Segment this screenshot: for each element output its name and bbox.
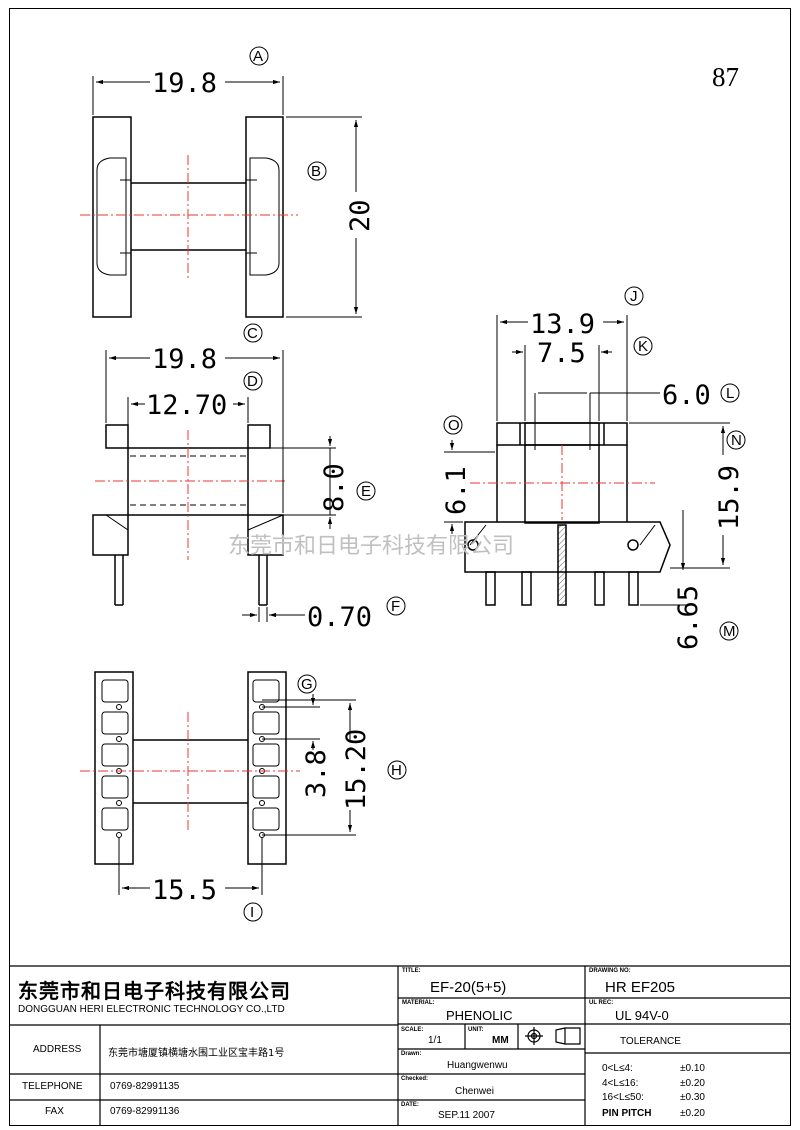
company-name-cn: 东莞市和日电子科技有限公司 (18, 979, 291, 1003)
address-label: ADDRESS (33, 1044, 82, 1055)
scale-label: SCALE: (401, 1027, 424, 1033)
ul-label: UL REC: (589, 1000, 614, 1006)
tolerance-title: TOLERANCE (620, 1036, 681, 1047)
drawing-no-value: HR EF205 (605, 979, 676, 996)
dim-b-text: 20 (345, 199, 376, 232)
dim-f-text: 0.70 (307, 602, 372, 633)
address-value: 东莞市塘厦镇横塘水围工业区宝丰路1号 (108, 1048, 285, 1059)
ref-m: M (723, 623, 736, 640)
material-label: MATERIAL: (402, 1000, 435, 1006)
dim-k (512, 345, 612, 421)
tolerance-range-2: 4<L≤16: (602, 1078, 639, 1089)
unit-label: UNIT: (468, 1027, 484, 1033)
ref-l: L (726, 385, 734, 402)
checked-value: Chenwei (455, 1086, 494, 1097)
dim-g-text: 3.8 (301, 749, 332, 798)
dim-d (127, 397, 249, 446)
company-name-en: DONGGUAN HERI ELECTRONIC TECHNOLOGY CO.,… (18, 1004, 285, 1015)
dim-b (286, 116, 362, 318)
ul-value: UL 94V-0 (615, 1008, 669, 1023)
dim-m-text: 6.65 (673, 585, 704, 650)
dim-c (105, 350, 284, 513)
ref-a: A (253, 48, 263, 65)
fax-label: FAX (45, 1106, 64, 1117)
tolerance-value-2: ±0.20 (680, 1078, 705, 1089)
sheet-number: 87 (712, 62, 739, 92)
fax-value: 0769-82991136 (110, 1106, 180, 1117)
checked-label: Checked: (401, 1076, 429, 1082)
title-value: EF-20(5+5) (430, 979, 507, 996)
bottom-view-pads (101, 679, 280, 838)
dim-a (92, 76, 284, 115)
dim-m (640, 510, 690, 606)
date-label: DATE: (401, 1102, 419, 1108)
ref-i: I (250, 904, 254, 921)
dim-d-text: 12.70 (146, 390, 227, 421)
telephone-label: TELEPHONE (22, 1081, 83, 1092)
drawn-label: Drawn: (401, 1051, 422, 1057)
material-value: PHENOLIC (446, 1008, 513, 1023)
tolerance-range-1: 0<L≤4: (602, 1063, 633, 1074)
unit-value: MM (492, 1035, 509, 1046)
dim-j (496, 315, 628, 421)
dim-f (242, 607, 305, 622)
dim-l-text: 6.0 (662, 380, 711, 411)
ref-f: F (391, 598, 400, 615)
dim-o-text: 6.1 (441, 466, 472, 515)
reference-markers (243, 46, 746, 922)
ref-c: C (247, 325, 258, 342)
ref-g: G (301, 676, 313, 693)
front-view (464, 422, 671, 606)
ref-h: H (391, 762, 402, 779)
side-view-centerlines (95, 430, 285, 560)
scale-value: 1/1 (428, 1035, 442, 1046)
telephone-value: 0769-82991135 (110, 1081, 180, 1092)
date-value: SEP.11 2007 (438, 1110, 495, 1121)
sheet-border (9, 8, 791, 1126)
drawn-value: Huangwenwu (447, 1060, 508, 1071)
ref-b: B (311, 163, 321, 180)
dim-g-h (262, 694, 356, 836)
dim-h-text: 15.20 (341, 729, 372, 810)
ref-n: N (731, 432, 742, 449)
ref-e: E (361, 483, 371, 500)
dim-e (250, 436, 336, 529)
tolerance-value-4: ±0.20 (680, 1108, 705, 1119)
title-block-grid (9, 965, 791, 1126)
tolerance-range-4: PIN PITCH (602, 1108, 652, 1119)
ref-d: D (247, 373, 258, 390)
dim-j-text: 13.9 (530, 309, 595, 340)
dim-k-text: 7.5 (537, 338, 586, 369)
dim-i-text: 15.5 (152, 875, 217, 906)
drawing-no-label: DRAWING NO: (589, 968, 631, 974)
top-view-centerlines (80, 155, 298, 278)
title-label: TITLE: (402, 968, 421, 974)
projection-symbol (525, 1027, 581, 1045)
top-view (92, 116, 284, 318)
dim-a-text: 19.8 (152, 68, 217, 99)
tolerance-value-3: ±0.30 (680, 1092, 705, 1103)
tolerance-value-1: ±0.10 (680, 1063, 705, 1074)
dim-e-text: 8.0 (319, 463, 350, 512)
front-view-centerlines (470, 445, 655, 520)
tolerance-range-3: 16<L≤50: (602, 1092, 644, 1103)
ref-k: K (638, 338, 648, 355)
dim-l (534, 392, 660, 450)
bottom-view-centerlines (80, 712, 300, 830)
ref-j: J (630, 288, 638, 305)
dim-n-text: 15.9 (714, 465, 745, 530)
dim-n (629, 422, 730, 569)
dim-c-text: 19.8 (152, 344, 217, 375)
watermark: 东莞市和日电子科技有限公司 (228, 534, 514, 559)
ref-o: O (448, 417, 460, 434)
bottom-view (94, 671, 287, 865)
dim-o (444, 440, 495, 534)
dim-i (118, 838, 263, 895)
